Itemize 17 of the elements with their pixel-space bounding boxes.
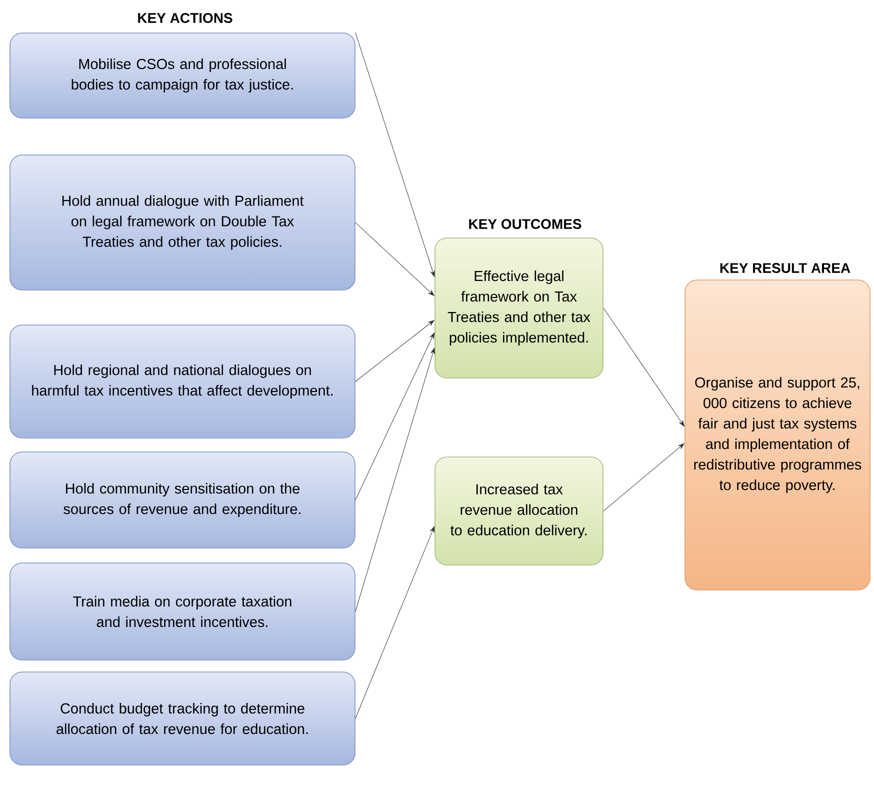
arrow [355, 332, 435, 500]
arrow [355, 32, 435, 277]
arrow [355, 348, 435, 612]
arrow [355, 222, 434, 296]
outcome-box: Effective legal framework on Tax Treaties and other tax policies implemented. [434, 238, 604, 378]
outcome-box: Increased tax revenue allocation to education delivery. [434, 456, 604, 566]
action-box: Hold community sensitisation on the sources of revenue and expenditure. [10, 452, 356, 548]
arrow [603, 308, 684, 426]
arrow [355, 526, 435, 719]
arrow [355, 320, 434, 382]
arrow [603, 443, 684, 512]
action-box: Train media on corporate taxation and investment incentives. [10, 562, 356, 660]
result-area-box: Organise and support 25, 000 citizens to achieve fair and just tax systems and implementation of redistributive programmes to reduce poverty. [684, 280, 870, 590]
action-box: Conduct budget tracking to determine allocation of tax revenue for education. [10, 672, 356, 766]
action-box: Hold regional and national dialogues on harmful tax incentives that affect development. [10, 324, 356, 438]
action-box: Mobilise CSOs and professional bodies to campaign for tax justice. [10, 32, 356, 118]
action-box: Hold annual dialogue with Parliament on legal framework on Double Tax Treaties and other tax policies. [10, 154, 356, 290]
